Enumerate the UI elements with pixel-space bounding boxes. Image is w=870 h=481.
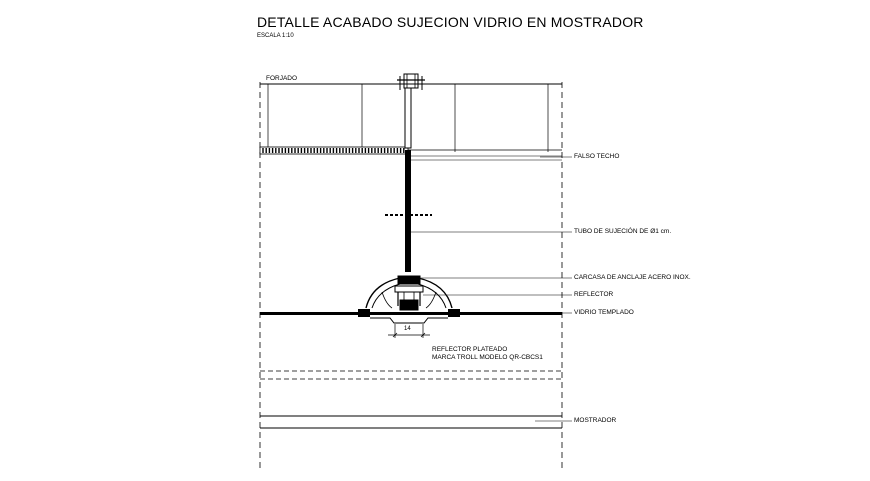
falso-techo [259, 146, 562, 161]
anchor-housing [365, 275, 453, 311]
dimension-value: 14 [404, 326, 411, 332]
label-forjado: FORJADO [266, 75, 298, 82]
support-tube [385, 87, 432, 272]
ceiling-hangers [267, 84, 549, 152]
leader-lines [411, 156, 572, 422]
slab-anchor [397, 73, 425, 90]
label-vidrio: VIDRIO TEMPLADO [574, 309, 634, 316]
tempered-glass [260, 309, 562, 324]
dimension-line [388, 324, 430, 338]
drawing-scale: ESCALA 1:10 [257, 33, 294, 39]
label-falso-techo: FALSO TECHO [574, 153, 620, 160]
counter-top [260, 415, 562, 429]
reflector-note-line-1: REFLECTOR PLATEADO [432, 346, 508, 353]
label-reflector: REFLECTOR [574, 291, 614, 298]
label-carcasa: CARCASA DE ANCLAJE ACERO INOX. [574, 274, 691, 281]
label-mostrador: MOSTRADOR [574, 417, 617, 424]
drawing-title: DETALLE ACABADO SUJECION VIDRIO EN MOSTR… [257, 14, 644, 30]
label-tubo: TUBO DE SUJECIÓN DE Ø1 cm. [574, 228, 672, 235]
reflector-note-line-2: MARCA TROLL MODELO QR-CBCS1 [432, 354, 543, 361]
